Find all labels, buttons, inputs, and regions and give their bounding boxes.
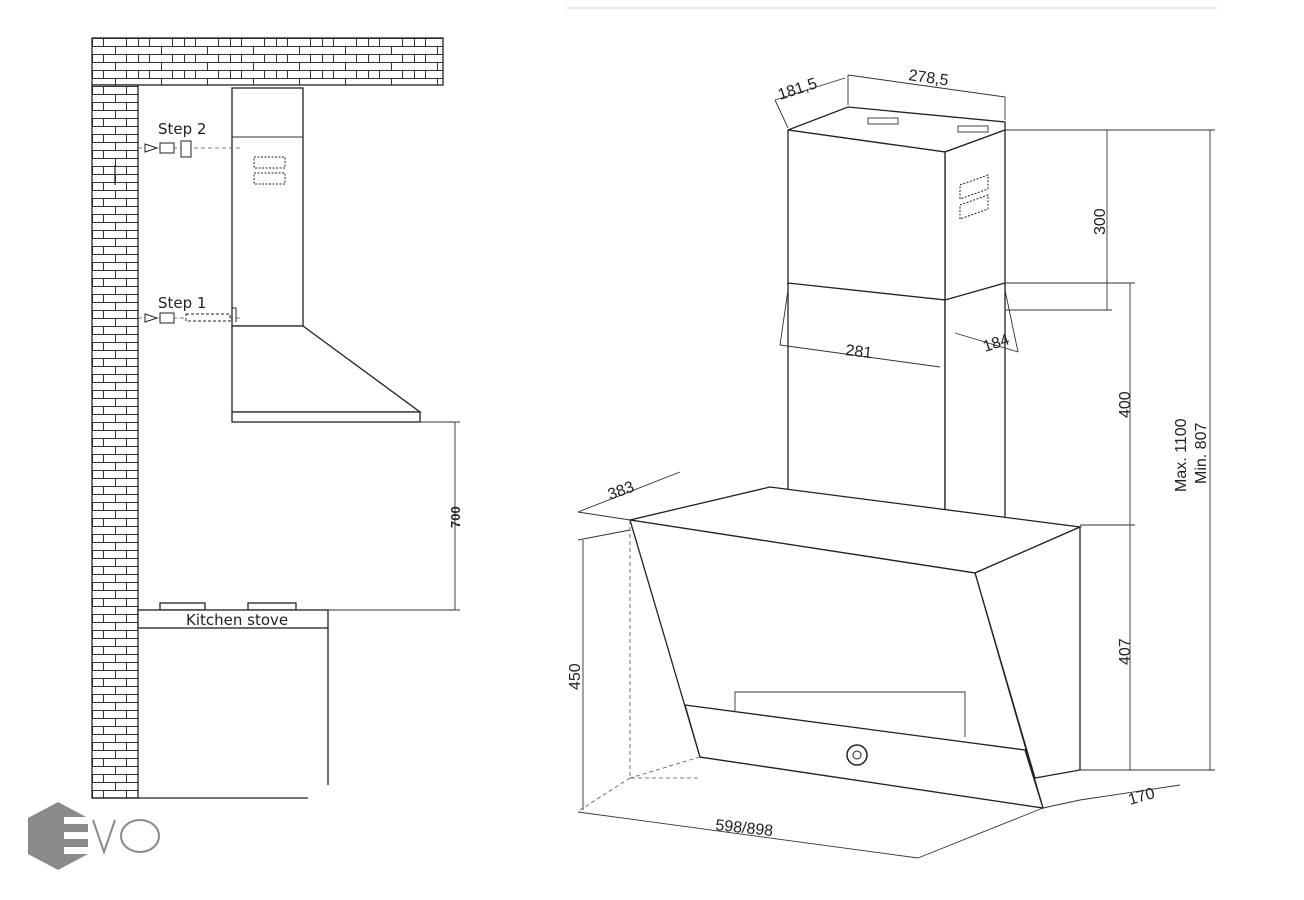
dim-300: 300 [1092, 208, 1109, 235]
hood-body [579, 486, 1083, 811]
dim-181-5: 181,5 [776, 75, 819, 104]
dim-450: 450 [567, 663, 584, 690]
dim-min: Min. 807 [1193, 423, 1210, 484]
dim-max: Max. 1100 [1173, 418, 1190, 492]
dim-383: 383 [606, 479, 637, 504]
chimney [787, 106, 1006, 543]
control-knob-icon [846, 744, 868, 766]
step1-label: Step 1 [158, 294, 206, 312]
dim-400: 400 [1117, 391, 1134, 418]
step1-screw-icon [138, 307, 240, 324]
dim-281: 281 [845, 342, 874, 362]
step2-screw-icon [114, 140, 240, 185]
dimension-700 [328, 421, 460, 611]
vent-grille-icon [959, 174, 989, 220]
vent-grille-icon [253, 156, 286, 185]
evo-logo [28, 802, 160, 870]
dim-170: 170 [1126, 785, 1156, 809]
dimension-lines [577, 74, 1215, 859]
kitchen-stove [137, 602, 329, 785]
dim-278-5: 278,5 [907, 67, 949, 89]
step2-label: Step 2 [158, 120, 206, 138]
stove-label: Kitchen stove [186, 611, 288, 629]
brick-wall [91, 37, 444, 799]
dimension-700-label: 700 [448, 506, 463, 528]
dim-598-898: 598/898 [715, 817, 774, 840]
dim-407: 407 [1117, 638, 1134, 665]
side-view-hood [231, 87, 422, 423]
